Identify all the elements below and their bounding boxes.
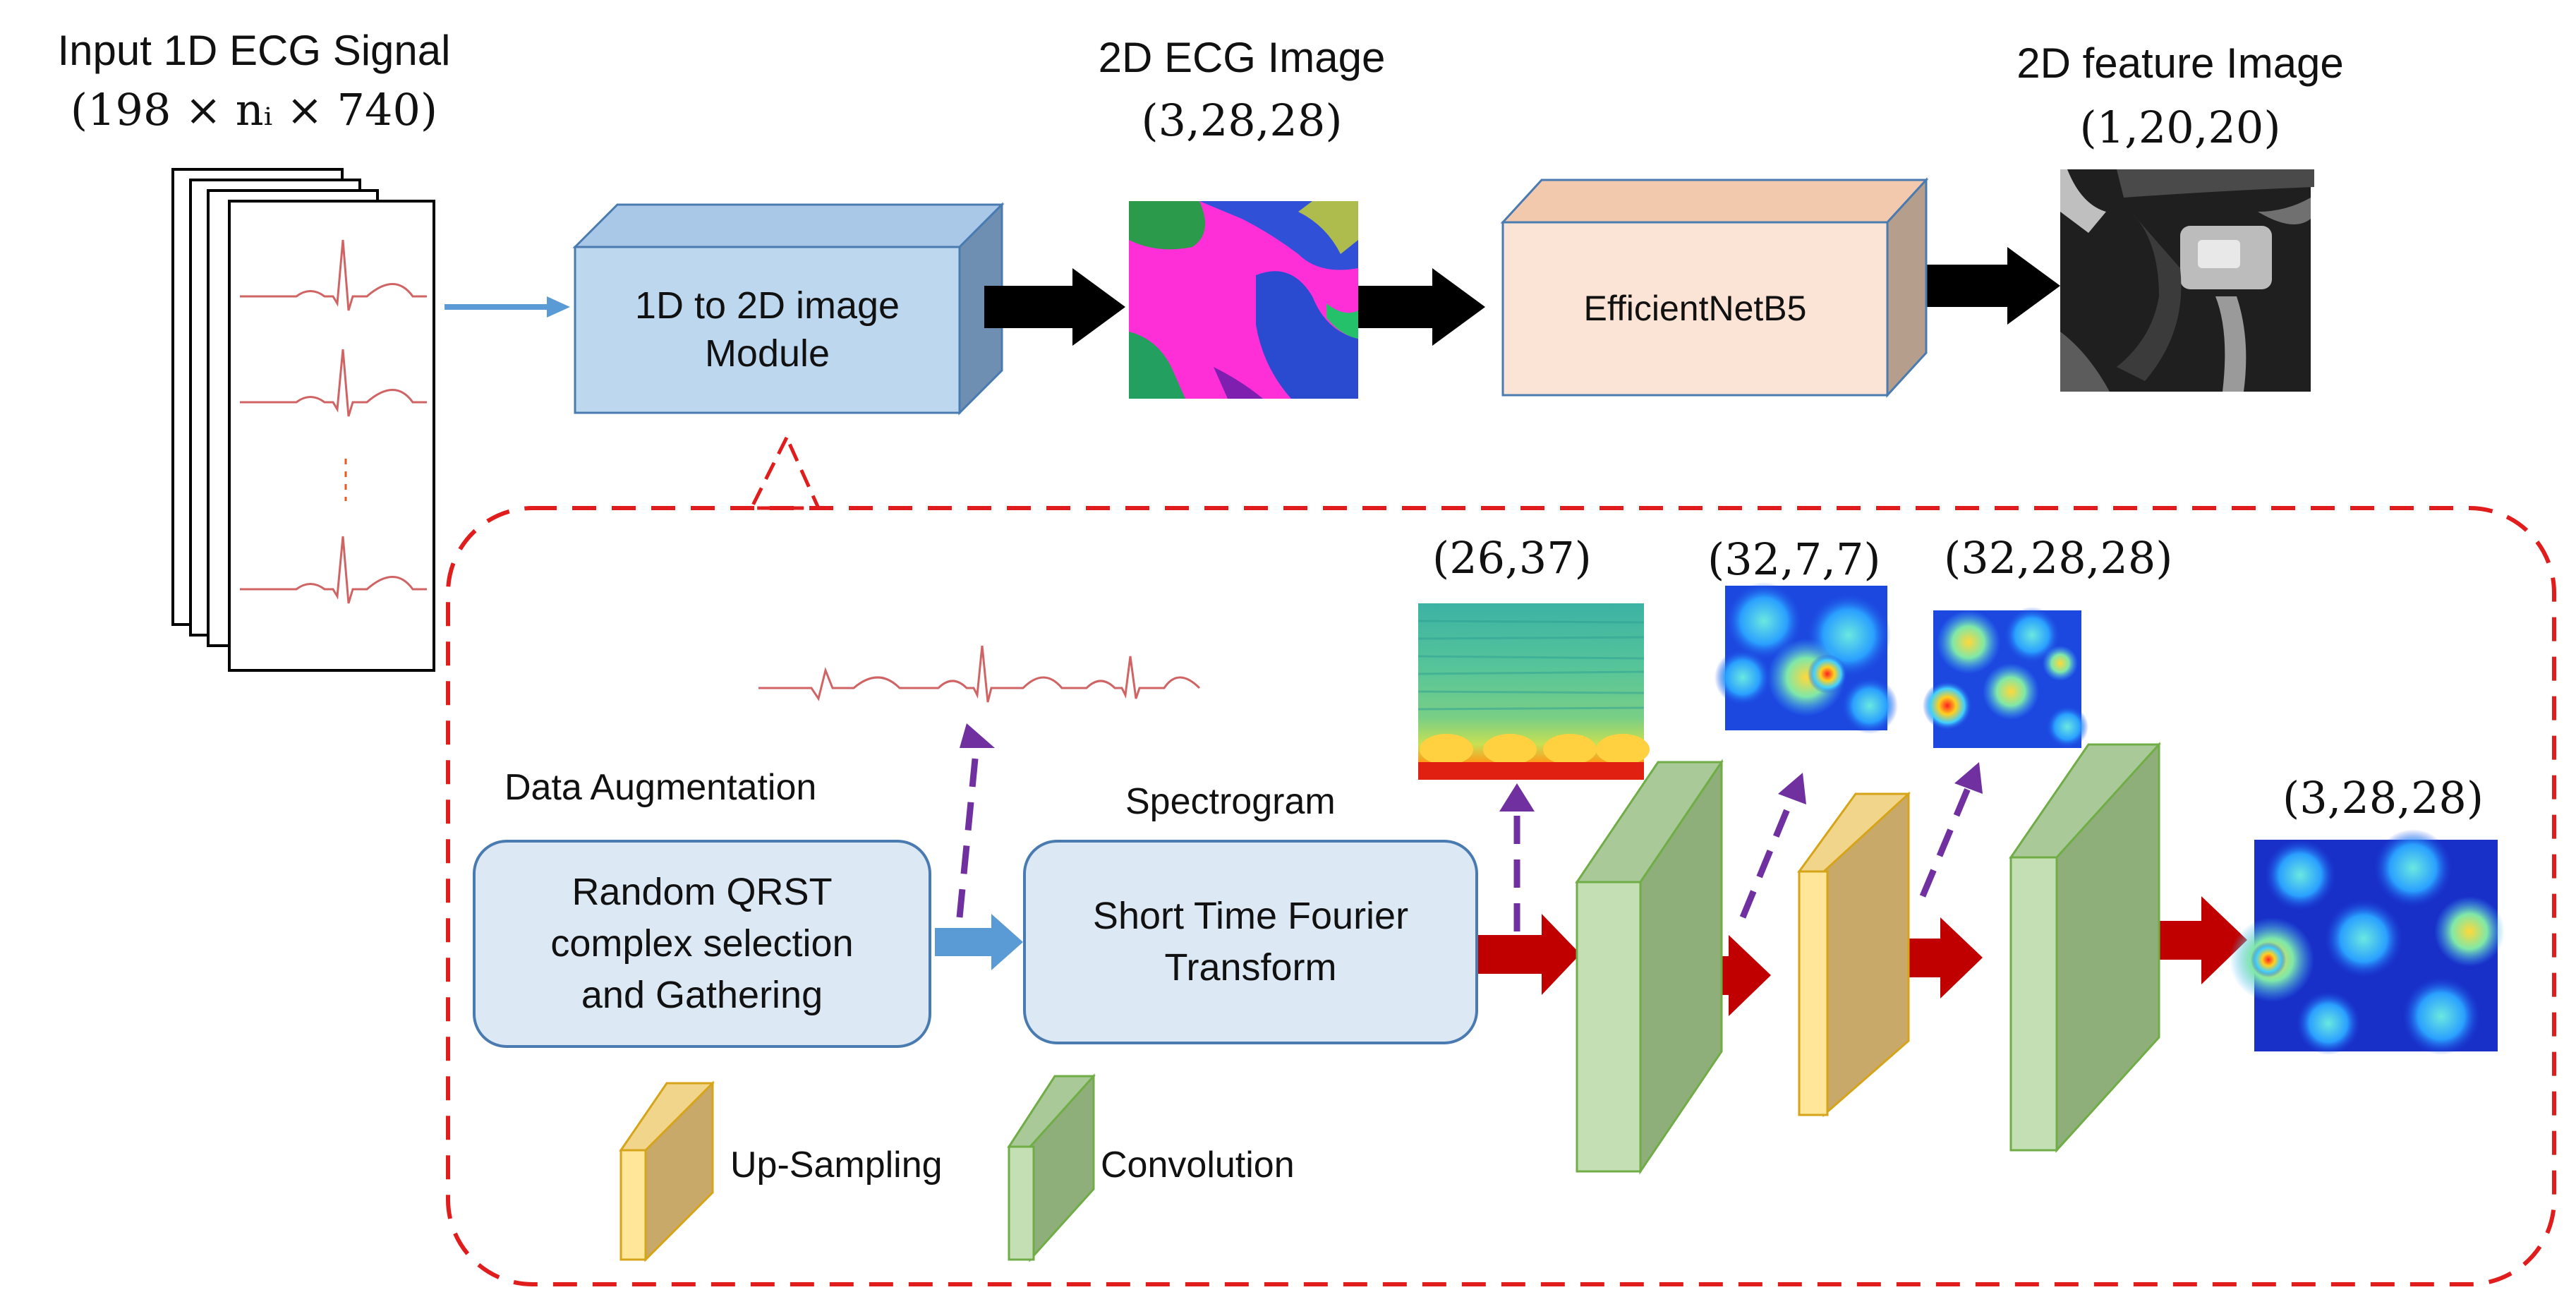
heatmap-upsample xyxy=(1923,607,2088,748)
conv1-shape: (32,7,7) xyxy=(1707,533,1881,585)
legend-upsampling-swatch xyxy=(619,1080,715,1262)
conv-block-2 xyxy=(2009,742,2161,1153)
upsample-block xyxy=(1797,791,1911,1118)
module-label: 1D to 2D image Module xyxy=(634,284,900,375)
heatmap-conv1 xyxy=(1715,582,1898,734)
upsample-shape: (32,28,28) xyxy=(1944,532,2173,584)
output-shape: (3,28,28) xyxy=(2282,772,2484,824)
blue-arrow-1 xyxy=(445,296,570,318)
purple-dashed-arrows xyxy=(956,737,1972,931)
input-signal-title: Input 1D ECG Signal xyxy=(57,27,451,74)
ecg-signal-stack xyxy=(171,168,435,672)
input-signal-shape: (198 × nᵢ × 740) xyxy=(70,84,438,135)
black-arrow-3 xyxy=(1905,247,2060,325)
spectrogram-shape: (26,37) xyxy=(1432,532,1592,584)
legend-upsampling-label: Up-Sampling xyxy=(730,1145,943,1186)
data-augmentation-label: Data Augmentation xyxy=(504,767,817,808)
ecg-image-shape: (3,28,28) xyxy=(1141,95,1343,146)
feature-image-title: 2D feature Image xyxy=(2016,40,2344,87)
conv-block-1 xyxy=(1575,759,1724,1175)
module-box xyxy=(572,202,1005,416)
efficientnet-box xyxy=(1500,177,1929,398)
black-arrow-1 xyxy=(984,268,1125,346)
ecg-image-title: 2D ECG Image xyxy=(1098,34,1386,81)
spectrogram-label: Spectrogram xyxy=(1125,781,1336,822)
legend-convolution-swatch xyxy=(1007,1073,1096,1262)
augmented-ecg-waveform xyxy=(758,645,1201,703)
qrst-selection-box: Random QRST complex selection and Gather… xyxy=(473,840,931,1048)
ecg-2d-image xyxy=(1129,201,1358,399)
module-zoom-marker xyxy=(748,433,821,510)
stft-box: Short Time Fourier Transform xyxy=(1023,840,1478,1044)
purple-arrowheads xyxy=(960,723,1983,812)
legend-convolution-label: Convolution xyxy=(1101,1145,1295,1186)
feature-image-shape: (1,20,20) xyxy=(2079,102,2281,153)
black-arrow-2 xyxy=(1358,268,1485,346)
module-detail-border xyxy=(446,506,2556,1286)
efficientnet-label: EfficientNetB5 xyxy=(1583,289,1807,329)
blue-arrow-2 xyxy=(935,914,1023,970)
heatmap-output xyxy=(2230,829,2505,1055)
spectrogram-image xyxy=(1417,603,1650,780)
feature-image xyxy=(2060,169,2314,392)
